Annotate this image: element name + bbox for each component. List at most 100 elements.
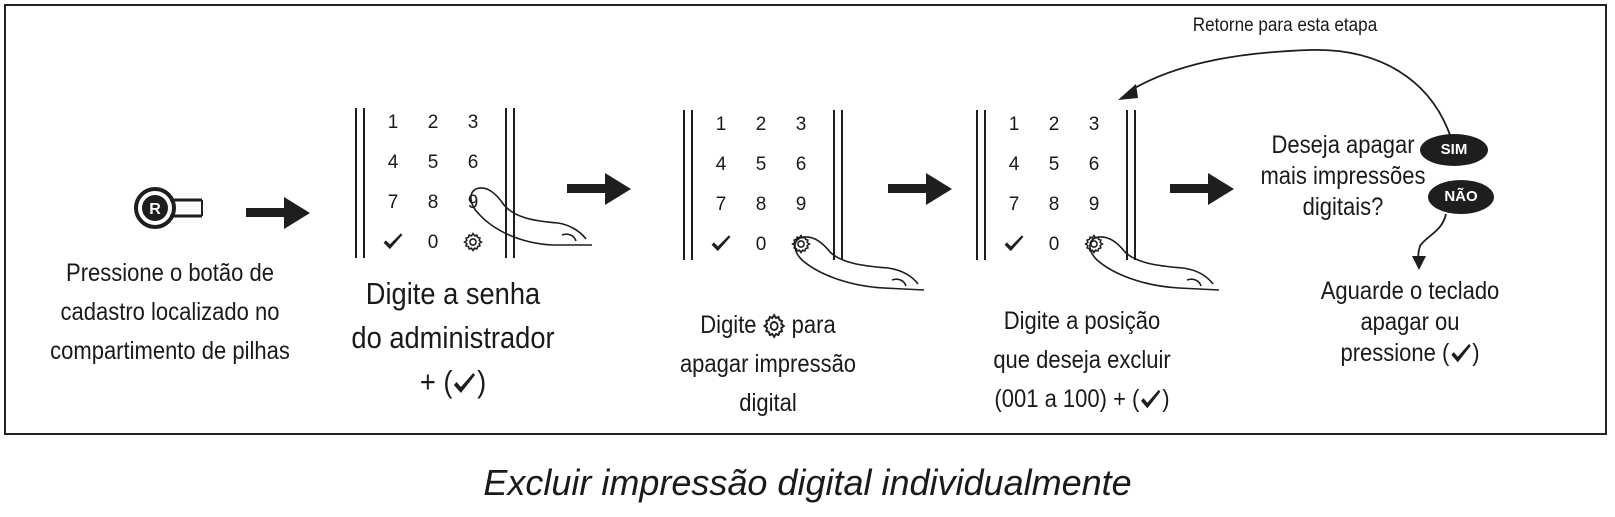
keypad-key: 8 — [1048, 194, 1060, 215]
question-caption: Deseja apagar mais impressões digitais? — [1251, 130, 1436, 223]
step-3-text: para — [791, 311, 836, 339]
step-1-caption: Pressione o botão de cadastro localizado… — [38, 254, 302, 371]
keypad-key: 3 — [1088, 114, 1100, 135]
keypad-key: 4 — [387, 152, 399, 173]
keypad-rail — [355, 108, 357, 258]
no-branch-arrow — [1412, 213, 1447, 270]
svg-text:R: R — [149, 201, 161, 218]
step-3-text: Digite — [700, 311, 757, 339]
keypad-key: 4 — [715, 154, 727, 175]
step-4-line: (001 a 100) + () — [959, 380, 1205, 419]
keypad-key: 7 — [387, 192, 399, 213]
keypad-rail — [984, 110, 986, 260]
keypad-key: 2 — [427, 112, 439, 133]
arrow-right-icon — [246, 197, 310, 229]
keypad-rail — [513, 108, 515, 258]
keypad-key: 9 — [1088, 194, 1100, 215]
arrow-right-icon — [1170, 173, 1234, 205]
keypad-key: 0 — [1048, 234, 1060, 255]
keypad: 1 2 3 4 5 6 7 8 9 0 — [355, 108, 525, 258]
question-line: Deseja apagar — [1271, 131, 1415, 159]
check-icon — [1141, 390, 1161, 409]
keypad-rail — [691, 110, 693, 260]
keypad-key: 8 — [427, 192, 439, 213]
keypad-key: 6 — [1088, 154, 1100, 175]
keypad: 1 2 3 4 5 6 7 8 9 0 — [976, 110, 1146, 260]
keypad-key: 9 — [795, 194, 807, 215]
keypad-key: 5 — [1048, 154, 1060, 175]
keypad-key: 4 — [1008, 154, 1020, 175]
check-icon — [1001, 234, 1027, 260]
keypad-key: 2 — [755, 114, 767, 135]
step-2-line: + () — [334, 360, 572, 404]
step-4-line: Digite a posição — [1003, 307, 1161, 335]
finger-icon — [470, 187, 592, 246]
step-1-line: Pressione o botão de — [66, 259, 274, 287]
check-icon — [454, 372, 476, 393]
keypad-key: 8 — [755, 194, 767, 215]
finger-icon — [794, 236, 925, 291]
step-3-caption: Digite para apagar impressão digital — [662, 306, 873, 423]
step-4-line: que deseja excluir — [993, 346, 1171, 374]
final-caption: Aguarde o teclado apagar ou pressione () — [1313, 276, 1507, 369]
keypad-rail — [683, 110, 685, 260]
step-4-caption: Digite a posição que deseja excluir (001… — [959, 302, 1205, 419]
question-line: digitais? — [1302, 193, 1384, 221]
step-3-line: Digite para — [662, 306, 873, 345]
keypad-key: 7 — [1008, 194, 1020, 215]
keypad-key: 9 — [467, 192, 479, 213]
gear-icon — [460, 232, 486, 258]
keypad-key: 1 — [715, 114, 727, 135]
no-badge: NÃO — [1428, 180, 1494, 214]
keypad: 1 2 3 4 5 6 7 8 9 0 — [683, 110, 853, 260]
check-icon — [1451, 344, 1471, 363]
step-1-line: compartimento de pilhas — [50, 337, 290, 365]
gear-icon — [762, 313, 786, 340]
loop-label: Retorne para esta etapa — [1192, 15, 1378, 36]
final-line: pressione () — [1313, 338, 1507, 369]
keypad-key: 6 — [467, 152, 479, 173]
step-2-line: do administrador — [351, 320, 555, 355]
finger-icon — [1089, 236, 1220, 291]
keypad-key: 6 — [795, 154, 807, 175]
keypad-key: 0 — [427, 232, 439, 253]
step-3-line: digital — [739, 389, 797, 417]
register-button-icon: R — [134, 187, 203, 229]
step-2-text: ) — [477, 364, 487, 399]
final-text: ) — [1472, 339, 1480, 367]
keypad-key: 7 — [715, 194, 727, 215]
gear-icon — [1081, 234, 1107, 260]
final-line: apagar ou — [1360, 308, 1460, 336]
step-3-line: apagar impressão — [679, 350, 857, 378]
gear-icon — [788, 234, 814, 260]
step-4-text: ) — [1162, 385, 1170, 413]
final-text: pressione ( — [1340, 339, 1450, 367]
keypad-key: 5 — [427, 152, 439, 173]
keypad-rail — [1126, 110, 1128, 260]
keypad-rail — [1134, 110, 1136, 260]
keypad-key: 0 — [755, 234, 767, 255]
step-2-line: Digite a senha — [365, 276, 541, 311]
step-2-text: + ( — [419, 364, 453, 399]
question-line: mais impressões — [1260, 162, 1426, 190]
keypad-rail — [841, 110, 843, 260]
figure-title: Excluir impressão digital individualment… — [483, 462, 1132, 503]
keypad-key: 2 — [1048, 114, 1060, 135]
yes-badge: SIM — [1420, 134, 1488, 166]
final-line: Aguarde o teclado — [1320, 277, 1500, 305]
keypad-rail — [976, 110, 978, 260]
step-2-caption: Digite a senha do administrador + () — [334, 272, 572, 404]
keypad-key: 3 — [467, 112, 479, 133]
keypad-key: 5 — [755, 154, 767, 175]
loop-back-arrow — [1118, 49, 1451, 136]
step-1-line: cadastro localizado no — [60, 298, 280, 326]
arrow-right-icon — [567, 173, 631, 205]
keypad-key: 1 — [1008, 114, 1020, 135]
arrow-right-icon — [888, 173, 952, 205]
keypad-rail — [363, 108, 365, 258]
diagram-frame — [4, 4, 1607, 435]
check-icon — [380, 232, 406, 258]
keypad-rail — [833, 110, 835, 260]
keypad-key: 1 — [387, 112, 399, 133]
keypad-key: 3 — [795, 114, 807, 135]
